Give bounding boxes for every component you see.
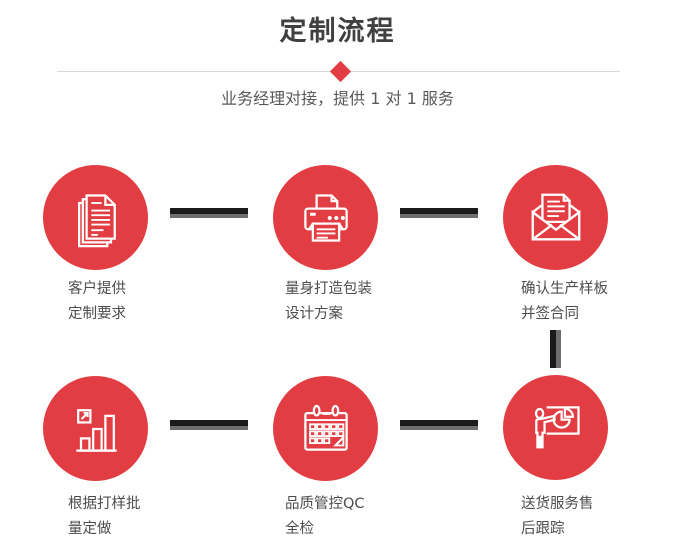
connector-step5-step6 [400, 420, 478, 430]
connector-step2-step3 [400, 208, 478, 218]
step2-label: 量身打造包装 设计方案 [285, 277, 372, 327]
step1-label: 客户提供 定制要求 [68, 277, 126, 327]
step4-label: 根据打样批 量定做 [68, 492, 141, 542]
connector-step1-step2 [170, 208, 248, 218]
step3-label-line1: 确认生产样板 [521, 281, 608, 297]
step2-label-line2: 设计方案 [285, 306, 343, 322]
step5-label-line2: 全检 [285, 521, 314, 537]
step5-circle [273, 376, 378, 481]
step5-label: 品质管控QC 全检 [285, 492, 365, 542]
step2-label-line1: 量身打造包装 [285, 281, 372, 297]
step1-circle [43, 165, 148, 270]
step3-label: 确认生产样板 并签合同 [521, 277, 608, 327]
bar-chart-icon [75, 408, 117, 452]
step1-label-line2: 定制要求 [68, 306, 126, 322]
presentation-icon [534, 405, 580, 448]
printer-icon [303, 193, 348, 242]
diamond-accent-icon [329, 60, 352, 83]
step5-label-line1: 品质管控QC [285, 496, 365, 512]
step6-label-line1: 送货服务售 [521, 496, 594, 512]
step3-circle [503, 165, 608, 270]
page-subtitle: 业务经理对接，提供 1 对 1 服务 [221, 89, 454, 108]
envelope-icon [531, 193, 580, 240]
connector-step4-step5 [170, 420, 248, 430]
step6-circle [503, 375, 608, 480]
step1-label-line1: 客户提供 [68, 281, 126, 297]
step4-circle [43, 376, 148, 481]
connector-vertical-right [550, 330, 561, 368]
step4-label-line2: 量定做 [68, 521, 112, 537]
step6-label: 送货服务售 后跟踪 [521, 492, 594, 542]
page-title: 定制流程 [279, 16, 396, 47]
step4-label-line1: 根据打样批 [68, 496, 141, 512]
step2-circle [273, 165, 378, 270]
step3-label-line2: 并签合同 [521, 306, 579, 322]
step6-label-line2: 后跟踪 [521, 521, 565, 537]
documents-icon [77, 193, 116, 247]
calendar-icon [303, 404, 348, 451]
